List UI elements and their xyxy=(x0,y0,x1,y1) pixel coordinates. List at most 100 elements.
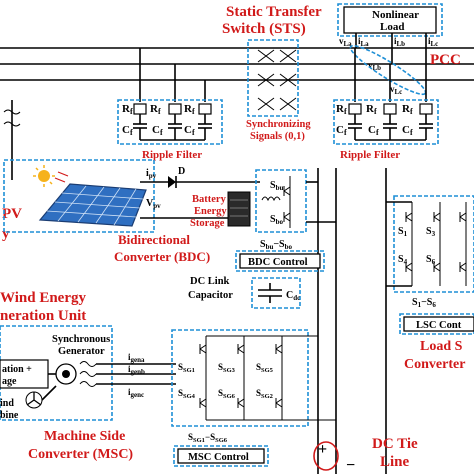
svg-text:Cf: Cf xyxy=(184,124,195,137)
pv-wires: D xyxy=(140,166,260,219)
bdc-signals-label: Sbu−Sbo xyxy=(260,239,293,251)
lsc-title-line2: Converter xyxy=(404,357,465,372)
wind-title-line2: neration Unit xyxy=(0,308,86,324)
wind-box xyxy=(0,325,113,421)
svg-text:igena: igena xyxy=(128,352,145,364)
ac-bus-lines xyxy=(0,47,474,81)
msc-box xyxy=(171,329,309,427)
svg-text:BDC Control: BDC Control xyxy=(248,257,308,268)
dc-link-label-1: DC Link xyxy=(190,276,230,287)
bdc-box xyxy=(255,169,307,233)
bdc-switches xyxy=(283,176,291,228)
solar-panel-icon xyxy=(38,183,147,227)
ripple-filter-left-label: Ripple Filter xyxy=(142,149,202,161)
turbine-label-1: ind xyxy=(0,398,14,409)
svg-text:Rf: Rf xyxy=(366,103,377,116)
msc-title-line1: Machine Side xyxy=(44,429,125,444)
sts-block xyxy=(247,39,299,117)
diode-icon xyxy=(168,176,176,188)
capacitor-icon: Cdc xyxy=(251,277,301,309)
svg-text:Rf: Rf xyxy=(184,103,195,116)
battery-label-1: Battery xyxy=(192,194,227,205)
left-edge-stub xyxy=(3,100,21,180)
svg-text:Rf: Rf xyxy=(336,103,347,116)
svg-text:SSG1: SSG1 xyxy=(178,362,195,374)
svg-text:SSG4: SSG4 xyxy=(178,388,196,400)
svg-text:igenc: igenc xyxy=(128,387,144,399)
sync-signals-line2: Signals (0,1) xyxy=(250,131,305,142)
bdc-title-line2: Converter (BDC) xyxy=(114,249,210,264)
svg-text:MSC Control: MSC Control xyxy=(188,452,249,463)
wind-turbine-icon xyxy=(25,385,57,409)
dc-bus xyxy=(317,168,387,474)
svg-text:Rf: Rf xyxy=(150,103,161,116)
svg-text:ation +: ation + xyxy=(2,364,32,375)
battery-label-3: Storage xyxy=(190,218,225,229)
lsc-signals-label: S1−S6 xyxy=(412,297,436,309)
sts-title-line1: Static Transfer xyxy=(226,4,322,20)
msc-title-line2: Converter (MSC) xyxy=(28,447,133,462)
nonlinear-load: Nonlinear Load iLa iLb iLc vLa vLb vLc xyxy=(337,3,443,96)
svg-text:S6: S6 xyxy=(426,254,436,266)
lsc-box xyxy=(393,195,474,293)
sync-gen-label-1: Synchronous xyxy=(52,334,110,345)
inductor-icon xyxy=(261,196,281,202)
svg-text:iLb: iLb xyxy=(394,36,405,48)
battery-label-2: Energy xyxy=(194,206,227,217)
pv-label: PV xyxy=(2,206,22,222)
svg-text:Sbu: Sbu xyxy=(270,180,283,192)
bdc-title-line1: Bidirectional xyxy=(118,232,190,247)
bdc-control-box: BDC Control xyxy=(235,250,325,272)
svg-text:Cf: Cf xyxy=(122,124,133,137)
ipv-label: ipv xyxy=(146,168,157,180)
ripple-filter-right: Rf Rf Rf Cf Cf Cf xyxy=(333,48,439,145)
svg-text:S4: S4 xyxy=(398,254,408,266)
sync-signals-line1: Synchronizing xyxy=(246,119,311,130)
dc-link-label-2: Capacitor xyxy=(188,290,233,301)
svg-text:Cf: Cf xyxy=(402,124,413,137)
dc-tie-line2: Line xyxy=(380,454,410,470)
msc-switches xyxy=(199,335,336,421)
dc-tie-line1: DC Tie xyxy=(372,436,418,452)
ripple-filter-left: Rf Rf Rf Cf Cf Cf xyxy=(117,48,223,145)
svg-text:Cf: Cf xyxy=(152,124,163,137)
svg-text:igenb: igenb xyxy=(128,364,145,376)
nonlinear-load-line2: Load xyxy=(380,21,404,33)
svg-text:iLc: iLc xyxy=(428,36,438,48)
svg-text:Sbo: Sbo xyxy=(270,214,283,226)
pv-label-2: y xyxy=(2,226,10,242)
sun-icon xyxy=(33,165,69,187)
lsc-switches xyxy=(405,202,467,286)
wind-title-line1: Wind Energy xyxy=(0,290,86,306)
svg-text:SSG6: SSG6 xyxy=(218,388,236,400)
svg-text:Rf: Rf xyxy=(122,103,133,116)
svg-text:−: − xyxy=(346,457,355,474)
sync-gen-label-2: Generator xyxy=(58,346,105,357)
svg-text:S1: S1 xyxy=(398,226,408,238)
svg-text:SSG2: SSG2 xyxy=(256,388,273,400)
sts-title-line2: Switch (STS) xyxy=(222,21,306,37)
svg-text:Cf: Cf xyxy=(336,124,347,137)
vpv-label: Vpv xyxy=(146,198,161,210)
svg-text:Cdc: Cdc xyxy=(286,290,300,302)
svg-text:S3: S3 xyxy=(426,226,436,238)
svg-text:Cf: Cf xyxy=(368,124,379,137)
svg-text:SSG3: SSG3 xyxy=(218,362,236,374)
msc-control-box: MSC Control xyxy=(173,445,269,467)
generator-icon xyxy=(48,361,97,387)
svg-text:LSC Cont: LSC Cont xyxy=(416,320,462,331)
battery-icon xyxy=(227,191,251,227)
nonlinear-load-line1: Nonlinear xyxy=(372,9,419,21)
msc-signals-label: SSG1−SSG6 xyxy=(188,432,228,444)
svg-text:D: D xyxy=(178,166,185,177)
svg-text:iLa: iLa xyxy=(358,36,369,48)
pcc-label: PCC xyxy=(430,52,461,68)
svg-text:age: age xyxy=(2,376,17,387)
pcc-marker xyxy=(349,44,427,96)
turbine-label-2: bine xyxy=(0,410,19,421)
svg-text:+: + xyxy=(318,441,327,458)
svg-text:Rf: Rf xyxy=(402,103,413,116)
lsc-control-box: LSC Cont xyxy=(399,313,474,335)
svg-text:SSG5: SSG5 xyxy=(256,362,274,374)
